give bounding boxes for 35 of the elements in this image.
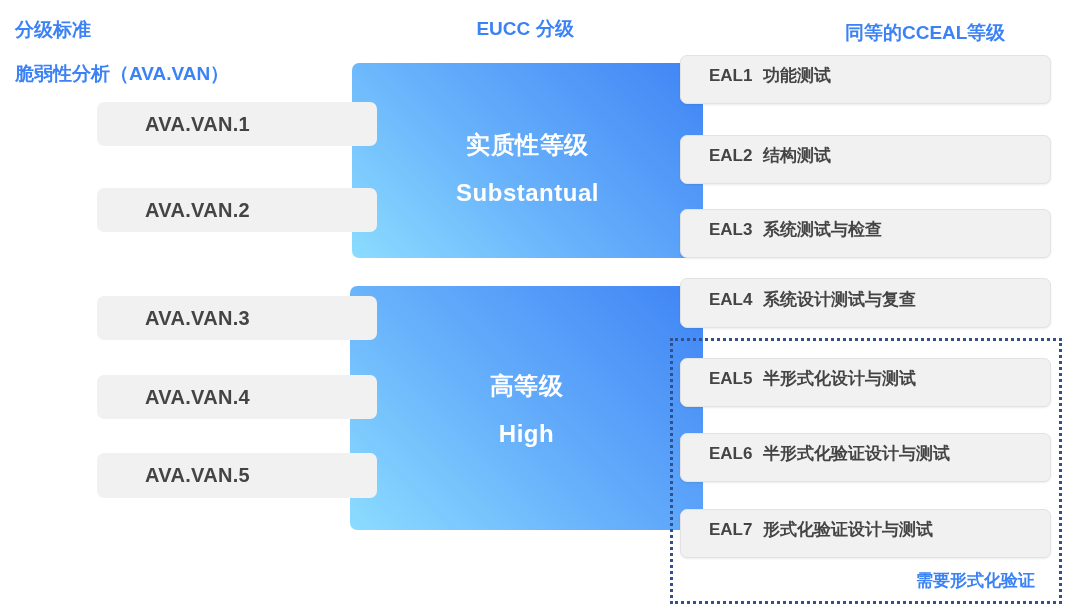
- column-heading: EUCC 分级: [476, 17, 574, 41]
- dotted-group-frame: [670, 338, 1062, 604]
- tier-subtitle: Substantual: [456, 177, 599, 208]
- level-label: AVA.VAN.4: [145, 385, 250, 409]
- level-card: [680, 209, 1051, 258]
- level-card: [680, 509, 1051, 558]
- level-card: [680, 55, 1051, 104]
- level-label: EAL7 形式化验证设计与测试: [709, 519, 934, 541]
- level-card: [97, 375, 377, 419]
- group-note: 需要形式化验证: [916, 570, 1035, 592]
- column-heading: 分级标准: [15, 18, 91, 42]
- level-card: [97, 102, 377, 146]
- level-card: [680, 433, 1051, 482]
- level-label: EAL1 功能测试: [709, 65, 832, 87]
- tier-subtitle: High: [498, 419, 555, 449]
- tier-panel: [352, 63, 703, 258]
- level-label: AVA.VAN.2: [145, 198, 250, 222]
- level-label: EAL3 系统测试与检查: [709, 219, 883, 241]
- level-card: [680, 278, 1051, 328]
- level-label: EAL5 半形式化设计与测试: [709, 368, 917, 390]
- tier-title: 高等级: [489, 371, 564, 401]
- level-card: [97, 453, 377, 498]
- level-label: AVA.VAN.5: [145, 464, 250, 487]
- tier-title: 实质性等级: [466, 129, 589, 160]
- column-heading: 脆弱性分析（AVA.VAN）: [15, 62, 230, 86]
- level-card: [97, 188, 377, 232]
- column-heading: 同等的CCEAL等级: [845, 21, 1006, 45]
- level-label: AVA.VAN.1: [145, 112, 250, 136]
- level-label: EAL6 半形式化验证设计与测试: [709, 443, 951, 465]
- level-card: [680, 135, 1051, 184]
- level-label: AVA.VAN.3: [145, 306, 250, 330]
- level-label: EAL4 系统设计测试与复查: [709, 288, 917, 311]
- level-card: [97, 296, 377, 340]
- level-card: [680, 358, 1051, 407]
- level-label: EAL2 结构测试: [709, 145, 832, 167]
